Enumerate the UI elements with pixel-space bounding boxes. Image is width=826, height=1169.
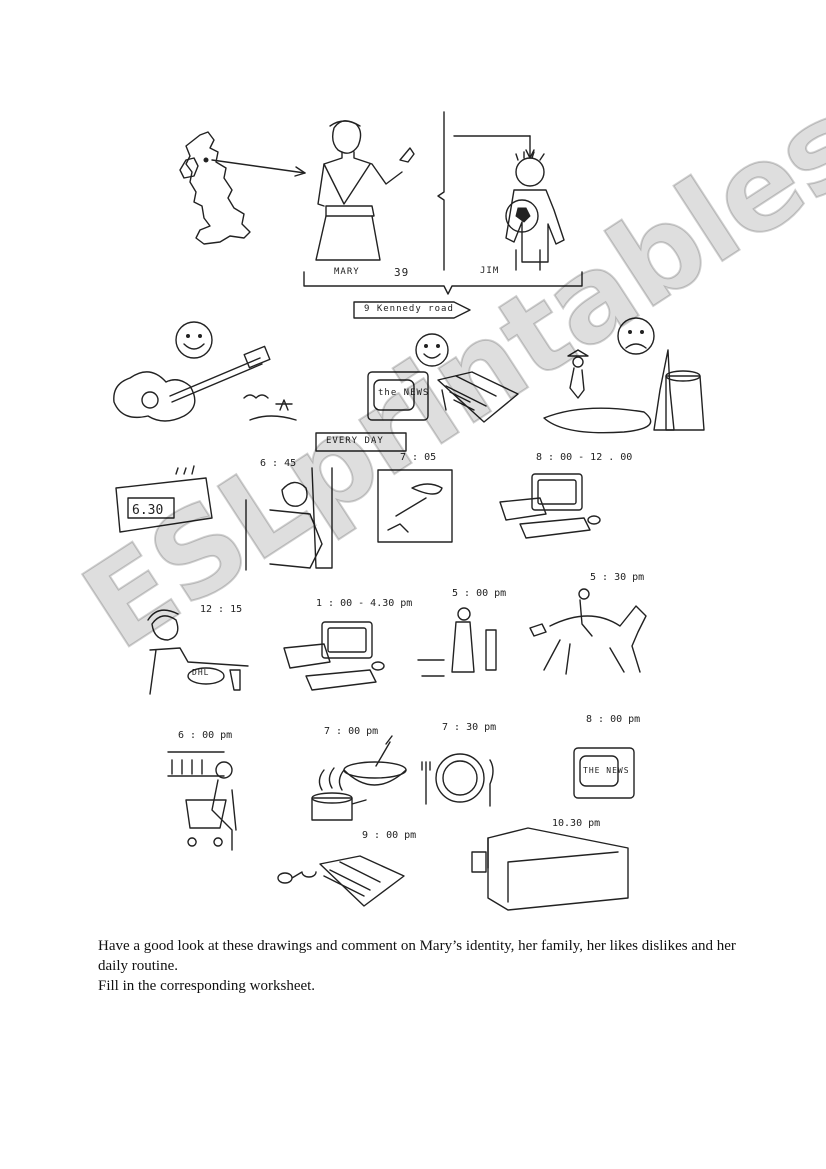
time-12-15: 12 : 15 [200,604,243,615]
tv-news-label-top: the NEWS [378,388,430,398]
time-10-30-pm: 10.30 pm [552,818,601,829]
instruction-line-2: Fill in the corresponding worksheet. [98,978,316,994]
time-8-00-pm: 8 : 00 pm [586,714,641,725]
time-1-00-4-30-pm: 1 : 00 - 4.30 pm [316,598,413,609]
alarm-display: 6.30 [132,503,164,518]
time-8-00-12-00: 8 : 00 - 12 . 00 [536,452,633,463]
time-6-00-pm: 6 : 00 pm [178,730,233,741]
time-7-30-pm: 7 : 30 pm [442,722,497,733]
address-label: 9 Kennedy road [364,304,454,314]
time-7-05: 7 : 05 [400,452,437,463]
time-5-30-pm: 5 : 30 pm [590,572,645,583]
time-9-00-pm: 9 : 00 pm [362,830,417,841]
badge-label: DHL [192,668,210,677]
tv-news-label-bottom: THE NEWS [583,766,630,775]
time-5-00-pm: 5 : 00 pm [452,588,507,599]
time-6-45: 6 : 45 [260,458,297,469]
every-day-label: EVERY DAY [326,436,384,446]
name-label: MARY [334,267,360,277]
instructions: Have a good look at these drawings and c… [98,936,738,996]
son-label: JIM [480,266,500,276]
instruction-line-1: Have a good look at these drawings and c… [98,938,736,974]
time-7-00-pm: 7 : 00 pm [324,726,379,737]
age-label: 39 [394,266,410,279]
